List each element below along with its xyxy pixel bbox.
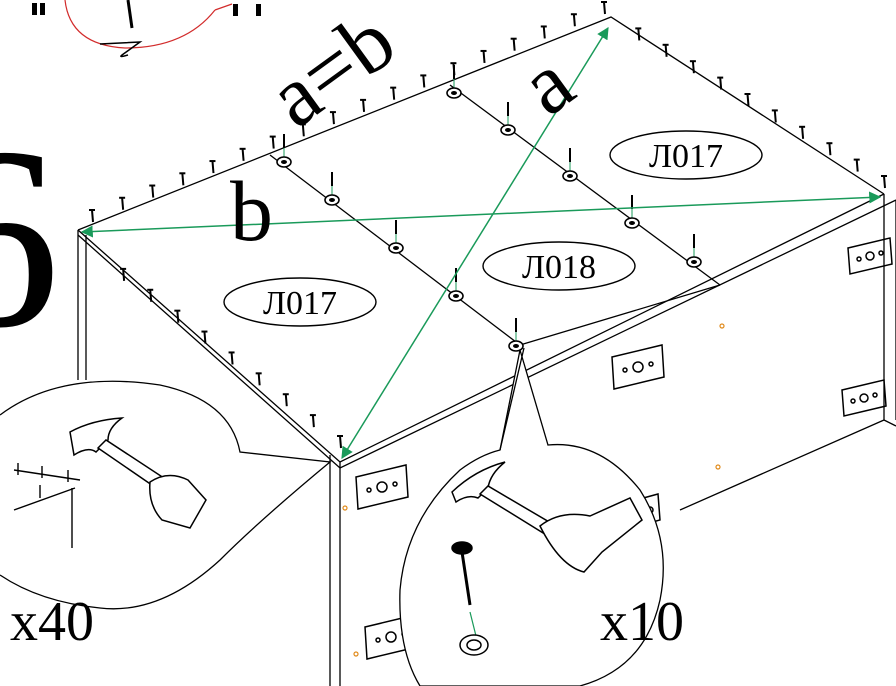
washer-icon: [624, 195, 640, 229]
step-number: 6: [0, 94, 60, 382]
left-zoom-callout: [0, 380, 332, 610]
nail-icon: [337, 435, 343, 449]
hammer-icon: [69, 417, 207, 529]
right-zoom-callout: [399, 347, 664, 686]
diagonal-b-arrow: [80, 191, 882, 238]
nail-icon: [826, 142, 833, 156]
top-callout: [32, 0, 261, 58]
diagonal-a-label: a: [503, 33, 590, 133]
nail-icon: [329, 111, 336, 125]
nail-icon: [540, 25, 547, 39]
hammer-icon: [451, 461, 643, 573]
svg-text:Л018: Л018: [522, 249, 596, 286]
washer-icon: [324, 172, 340, 206]
nail-icon: [209, 160, 216, 174]
svg-text:Л017: Л017: [649, 138, 723, 175]
nail-icon: [119, 196, 126, 210]
nail-icon: [309, 414, 316, 428]
nail-icon: [228, 351, 235, 365]
nail-icon: [451, 541, 477, 637]
nail-icon: [771, 109, 778, 123]
nail-icon: [853, 158, 860, 172]
washer-icon: [388, 220, 404, 254]
nail-icon: [881, 175, 887, 189]
nail-icon: [255, 372, 262, 386]
nail-icon: [239, 147, 246, 161]
nail-icon: [799, 125, 806, 139]
nail-icon: [299, 123, 306, 137]
hole-markers: [342, 323, 725, 657]
washer-icon: [459, 634, 489, 656]
nail-icon: [480, 49, 487, 64]
washer-icon: [276, 134, 292, 168]
mounting-plates: [355, 237, 893, 660]
panel-label-right: Л017: [609, 130, 763, 180]
washer-icon: [562, 148, 578, 182]
nail-icon: [174, 309, 181, 323]
nail-icon: [420, 74, 427, 88]
nail-row: [89, 1, 887, 449]
nail-icon: [201, 330, 208, 344]
svg-text:Л017: Л017: [263, 285, 337, 322]
washer-icon: [686, 234, 702, 268]
nail-icon: [147, 288, 154, 302]
nail-icon: [282, 393, 289, 407]
panel-label-left: Л017: [223, 277, 377, 327]
diagonal-a-arrow: [341, 26, 609, 460]
nail-icon: [149, 184, 156, 198]
nail-icon: [662, 43, 669, 57]
count-right: x10: [600, 591, 684, 653]
nail-icon: [689, 60, 696, 74]
nail-icon: [744, 93, 751, 107]
washer-icon: [500, 102, 516, 136]
nail-icon: [269, 135, 276, 149]
nail-icon: [179, 172, 186, 186]
nail-icon: [120, 267, 127, 281]
diagonal-b-label: b: [230, 163, 273, 259]
nail-icon: [89, 209, 95, 223]
washer-icon: [508, 318, 524, 352]
nail-icon: [635, 27, 642, 41]
nail-icon: [570, 13, 577, 27]
count-left: x40: [10, 591, 94, 653]
nail-icon: [601, 1, 607, 15]
nail-icon: [717, 76, 724, 90]
diagonal-measures: [80, 26, 882, 460]
panel-label-center: Л018: [482, 241, 636, 291]
nail-icon: [390, 86, 397, 100]
equation-a-equals-b: a=b: [251, 0, 412, 145]
